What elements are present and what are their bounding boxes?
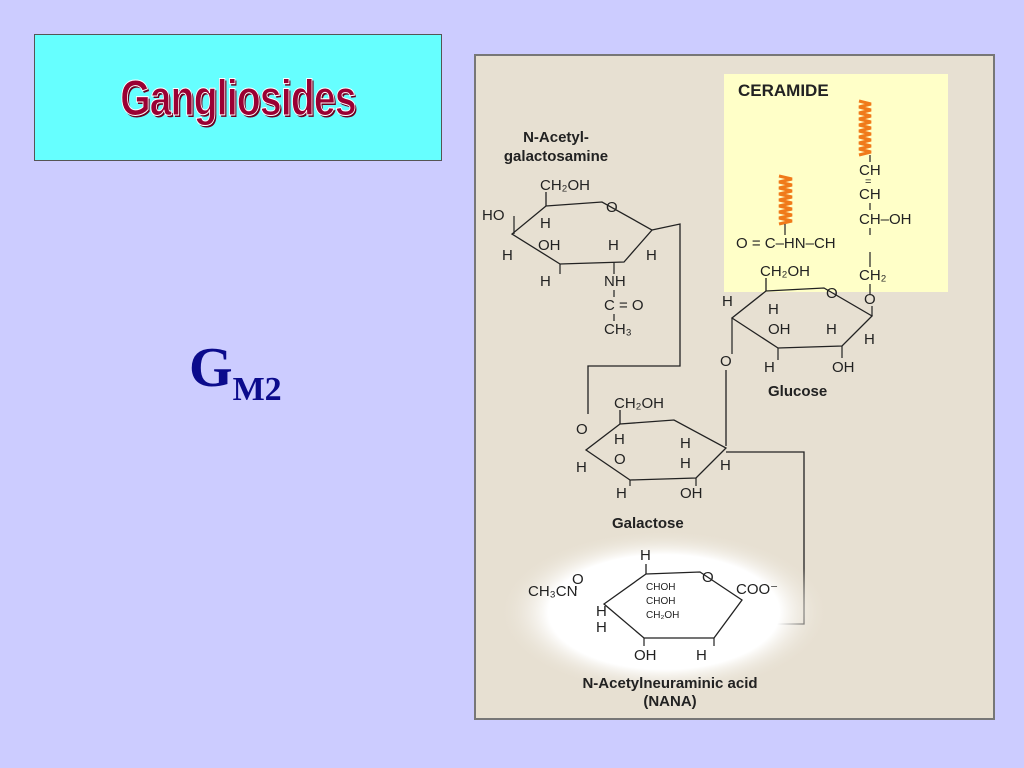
structure-diagram: CERAMIDE CH = CH CH–OH O = C–HN–CH CH₂ N… [474,54,996,727]
glucose-h2: H [768,301,779,318]
glucose-h3: H [826,321,837,338]
galnac-h3: H [502,247,513,264]
galactose-name: Galactose [612,515,684,532]
galnac-ring-o: O [606,199,618,216]
slide-title: Gangliosides [120,69,357,126]
nana-choh-2: CHOH [646,596,675,607]
glucose-oh2: OH [832,359,855,376]
fatty-chain-short [778,174,793,226]
nana-choh-1: CHOH [646,582,675,593]
ganglioside-label: GM2 [189,337,282,407]
galactose-h2: H [680,435,691,452]
nana-name-2: (NANA) [643,693,696,710]
ceramide-title: CERAMIDE [738,81,829,100]
galnac-oh: OH [538,237,561,254]
glucose-h5: H [764,359,775,376]
galactose-ring-o: O [614,451,626,468]
nana-coo: COO⁻ [736,581,778,598]
galnac-name-2: galactosamine [504,148,608,165]
galactose-oh: OH [680,485,703,502]
galactose-h3: H [680,455,691,472]
cer-double-bond: = [865,176,871,188]
nana-ring-o: O [702,569,714,586]
nana-ch2oh: CH₂OH [646,610,679,621]
glucose-ring-o: O [826,285,838,302]
cer-amide: O = C–HN–CH [736,235,836,252]
glucose-o-bottom: O [720,353,732,370]
link-galnac-galactose [587,223,681,414]
label-subscript: M2 [232,371,282,408]
nana-h3: H [696,647,707,664]
label-main: G [189,337,233,399]
galnac-co: C = O [604,297,644,314]
cer-ch1: CH [859,162,881,179]
nana-glow [499,530,829,694]
galactose-o-left: O [576,421,588,438]
glucose-oh1: OH [768,321,791,338]
nana-o-top: O [572,571,584,588]
galnac-ring [510,192,654,265]
galactose-h4: H [576,459,587,476]
nana-oh: OH [634,647,657,664]
cer-choh: CH–OH [859,211,912,228]
glucose-h1: H [722,293,733,310]
glucose-ch2oh: CH₂OH [760,263,810,280]
galnac-nh: NH [604,273,626,290]
glucose-h4: H [864,331,875,348]
galnac-h5: H [540,273,551,290]
galactose-h6: H [616,485,627,502]
cer-ch2: CH [859,186,881,203]
nana-h1: H [596,603,607,620]
fatty-chain-long [858,99,872,157]
galnac-ho: HO [482,207,505,224]
nana-h2: H [596,619,607,636]
galnac-name-1: N-Acetyl- [523,129,589,146]
galnac-ch2oh: CH₂OH [540,177,590,194]
nana-h-top: H [640,547,651,564]
glucose-o-link: O [864,291,876,308]
galnac-ch3: CH₃ [604,321,632,338]
glucose-name: Glucose [768,383,827,400]
structure-svg: CERAMIDE CH = CH CH–OH O = C–HN–CH CH₂ N… [474,54,995,720]
cer-ch2-group: CH₂ [859,267,887,284]
galactose-h1: H [614,431,625,448]
galnac-h1: H [540,215,551,232]
nana-name-1: N-Acetylneuraminic acid [582,675,757,692]
title-box: Gangliosides [34,34,442,161]
nana-ch3cn: CH₃CN [528,583,577,600]
galnac-h4: H [646,247,657,264]
galactose-ch2oh: CH₂OH [614,395,664,412]
galnac-h2: H [608,237,619,254]
galactose-h5: H [720,457,731,474]
ceramide-box [724,74,948,292]
